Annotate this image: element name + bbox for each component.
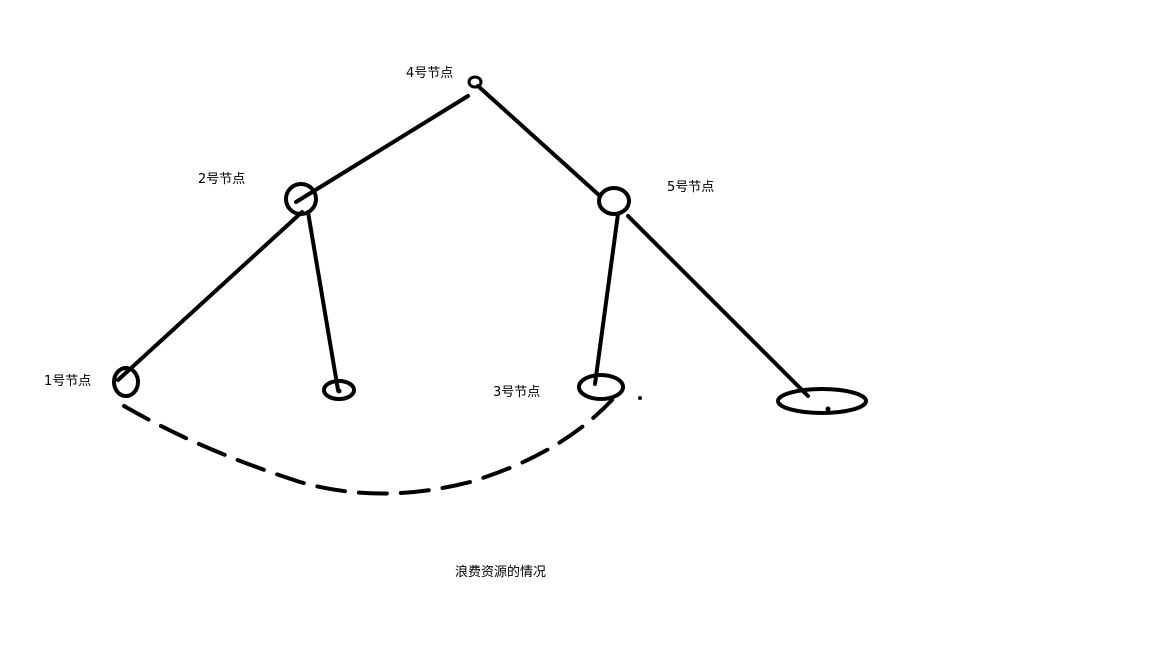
node-4-label: 4号节点 (406, 66, 454, 81)
node-5-circle (597, 186, 631, 216)
node-2-label: 2号节点 (198, 172, 246, 187)
waste-dashed-curve (122, 398, 614, 496)
node-1-label: 1号节点 (44, 374, 92, 389)
node-4-circle (467, 75, 483, 89)
node-2-circle (284, 182, 318, 216)
edge-4-5 (476, 84, 602, 198)
node-5-label: 5号节点 (667, 180, 715, 195)
edge-2-1 (116, 210, 304, 382)
edge-5-leaf (626, 214, 810, 398)
leaf-5-circle (776, 387, 868, 415)
node-1-circle (112, 366, 140, 398)
caption: 浪费资源的情况 (455, 565, 547, 580)
node-3-circle (577, 373, 625, 401)
edge-2-leaf (306, 210, 340, 392)
node-3-label: 3号节点 (493, 385, 541, 400)
leaf-2-circle (322, 379, 356, 401)
edge-4-2 (294, 94, 470, 204)
edge-5-3 (593, 212, 620, 386)
